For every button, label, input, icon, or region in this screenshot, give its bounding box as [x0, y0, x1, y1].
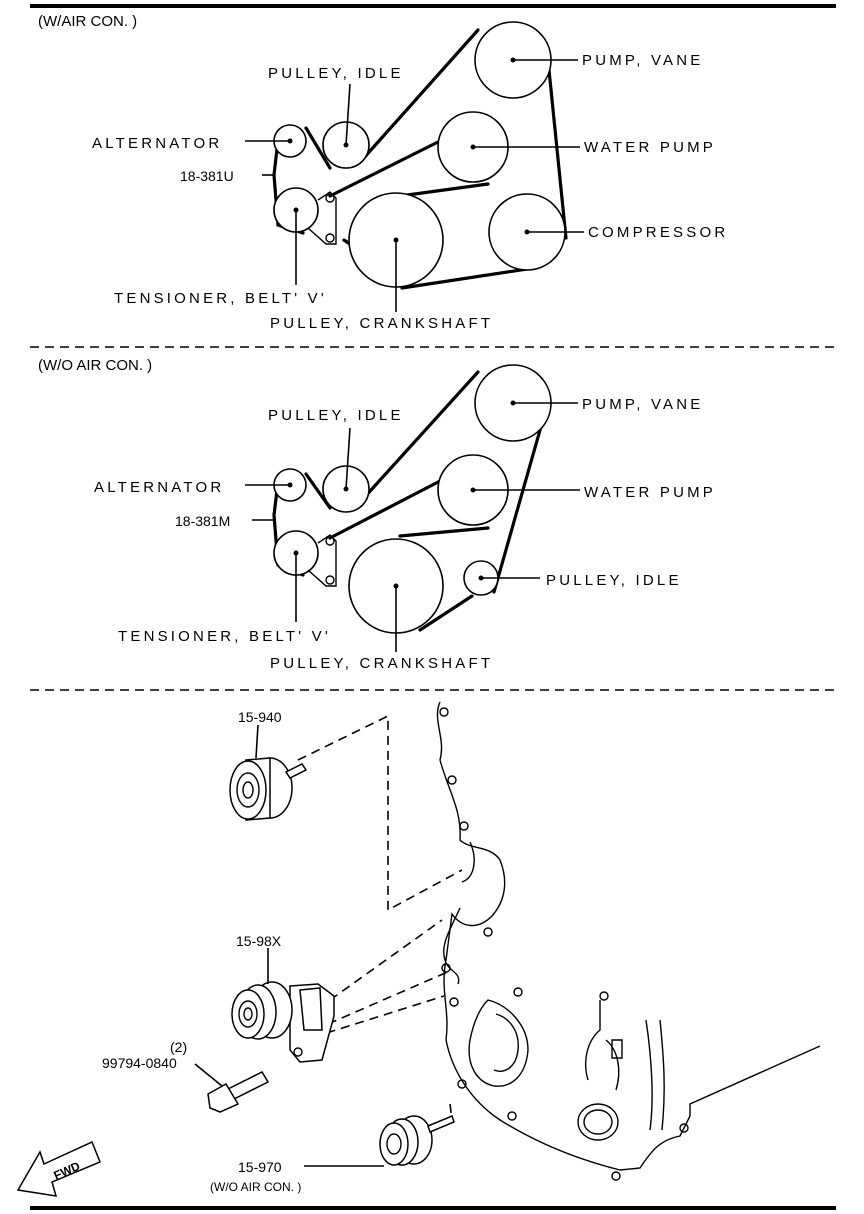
assembly-lines [297, 714, 463, 1121]
section-heading: (W/AIR CON. ) [38, 13, 137, 30]
idler-pulley-15-940 [229, 724, 308, 821]
tensioner-bracket [307, 191, 337, 245]
label-bolt-qty: (2) [170, 1039, 187, 1055]
tensioner-bolt-upper [325, 193, 335, 203]
label-part-15-970: 15-970 [238, 1159, 282, 1175]
label-pump-vane: PUMP, VANE [582, 52, 703, 69]
label-tensioner: TENSIONER, BELT' V' [118, 628, 331, 645]
label-part-15-98X: 15-98X [236, 933, 282, 949]
label-pulley-idle-lower: PULLEY, IDLE [546, 572, 682, 589]
label-water-pump: WATER PUMP [584, 484, 716, 501]
tensioner-bolt-lower [325, 575, 335, 585]
tensioner-assembly-15-98X [231, 948, 335, 1063]
section-heading: (W/O AIR CON. ) [38, 357, 152, 374]
label-belt-part: 18-381M [175, 513, 230, 529]
label-water-pump: WATER PUMP [584, 139, 716, 156]
fwd-arrow-icon: FWD [16, 1140, 101, 1197]
label-pump-vane: PUMP, VANE [582, 396, 703, 413]
tensioner-bracket [307, 534, 337, 587]
leader-lines [245, 402, 580, 652]
label-part-15-940: 15-940 [238, 709, 282, 725]
label-pulley-crankshaft: PULLEY, CRANKSHAFT [270, 315, 493, 332]
tensioner-bolt-lower [325, 233, 335, 243]
label-pulley-idle: PULLEY, IDLE [268, 407, 404, 424]
drive-belt [272, 28, 568, 290]
label-alternator: ALTERNATOR [94, 479, 224, 496]
label-bolt: 99794-0840 [102, 1055, 177, 1071]
label-part-15-970-note: (W/O AIR CON. ) [210, 1180, 301, 1194]
idler-pulley-15-970 [304, 1114, 455, 1167]
engine-front-cover [436, 701, 821, 1181]
section-exploded-parts: 15-940 15-98X (2) 99794-0840 [16, 701, 821, 1197]
label-tensioner: TENSIONER, BELT' V' [114, 290, 327, 307]
drive-belt [272, 370, 550, 632]
label-belt-part: 18-381U [180, 168, 234, 184]
label-pulley-crankshaft: PULLEY, CRANKSHAFT [270, 655, 493, 672]
leader-lines [245, 59, 584, 312]
bolt-99794-0840 [194, 1063, 270, 1113]
label-pulley-idle: PULLEY, IDLE [268, 65, 404, 82]
section-with-air-con: (W/AIR CON. ) [38, 13, 728, 332]
tensioner-bolt-upper [325, 536, 335, 546]
section-without-air-con: (W/O AIR CON. ) [38, 357, 716, 672]
label-compressor: COMPRESSOR [588, 224, 728, 241]
label-alternator: ALTERNATOR [92, 135, 222, 152]
